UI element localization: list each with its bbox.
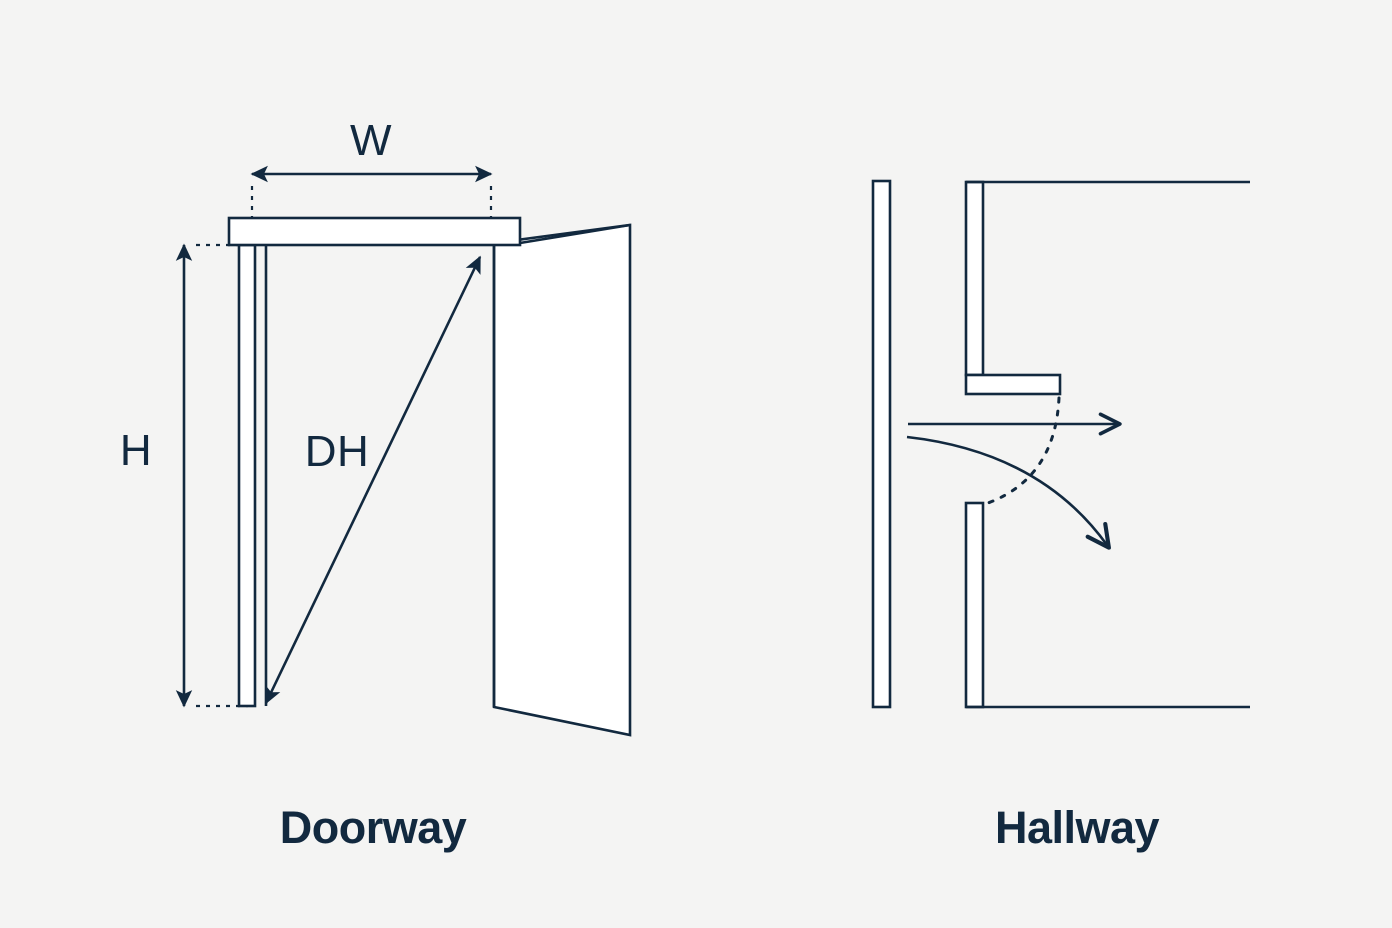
hallway-wall-upper-vertical [964, 180, 985, 377]
height-label: H [120, 426, 152, 475]
hallway-wall-lower-vertical [964, 501, 985, 709]
hallway-caption: Hallway [995, 802, 1160, 853]
width-label: W [350, 116, 392, 165]
diagonal-dimension-arrow [264, 255, 482, 705]
door-jamb-left [237, 243, 257, 708]
opposing-wall [871, 179, 892, 709]
swing-path-arrow [906, 435, 1111, 550]
doorway-figure: W H DH Doorway [120, 116, 632, 853]
hallway-figure: Hallway [871, 179, 1250, 853]
diagonal-label: DH [305, 427, 370, 476]
door-header-beam [227, 216, 522, 247]
door-top-edge [519, 223, 631, 245]
door-panel [492, 223, 632, 737]
door-swing-arc [986, 396, 1061, 505]
door-leaf-plan [964, 373, 1062, 396]
doorway-caption: Doorway [280, 802, 467, 853]
